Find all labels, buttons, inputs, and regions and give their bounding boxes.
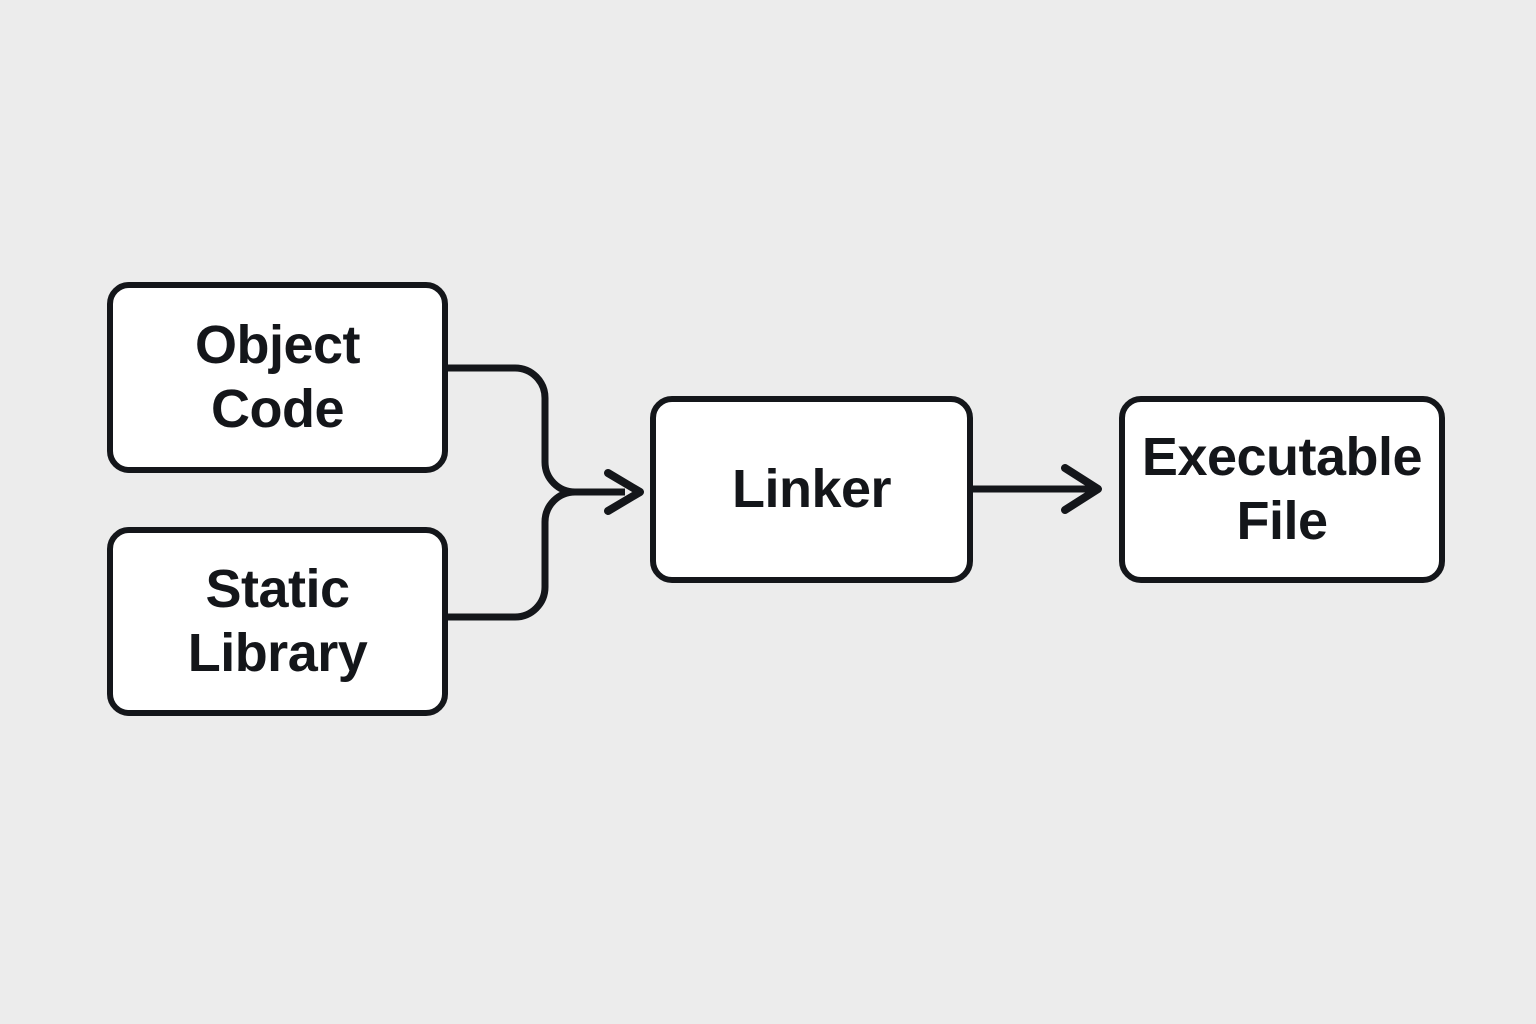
node-executable-file[interactable]: Executable File — [1119, 396, 1445, 583]
arrowhead-into-executable-file — [1061, 464, 1102, 514]
node-executable-file-label: Executable File — [1141, 427, 1423, 551]
connector-object-code-to-linker — [448, 364, 625, 496]
connector-static-library-to-linker — [448, 488, 625, 621]
node-linker-label: Linker — [731, 458, 892, 519]
arrowhead-into-linker — [604, 469, 644, 515]
node-object-code[interactable]: Object Code — [107, 282, 448, 473]
node-static-library[interactable]: Static Library — [107, 527, 448, 716]
node-linker[interactable]: Linker — [650, 396, 973, 583]
node-object-code-label: Object Code — [194, 315, 361, 439]
node-static-library-label: Static Library — [187, 559, 368, 683]
